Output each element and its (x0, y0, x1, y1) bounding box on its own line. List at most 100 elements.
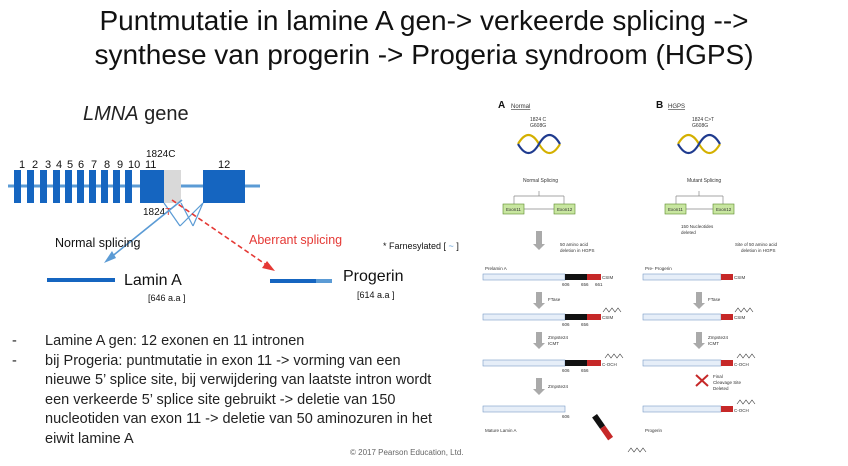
exon11-box-b (664, 203, 687, 215)
deleted-region-block (565, 360, 587, 366)
exon12-label-b: Exon12 (716, 207, 732, 212)
mutant-splicing-step: Mutant Splicing (687, 178, 721, 184)
c-terminal-block (587, 274, 601, 280)
title-line-1: Puntmutatie in lamine A gen-> verkeerde … (99, 5, 749, 36)
deleted-region-block (565, 274, 587, 280)
exon12-box-b (712, 203, 735, 215)
panel-a-mutation-1: 1824 C (530, 117, 547, 123)
c-terminal-block (587, 314, 601, 320)
splice-connector (163, 202, 181, 227)
gene-label: LMNA gene (83, 103, 189, 125)
c-terminal-block (721, 360, 733, 366)
lamin-a-bar (47, 278, 115, 282)
prelamin-a-bar (482, 273, 566, 281)
exon-number: 7 (91, 159, 97, 171)
progerin-length: [614 a.a ] (357, 290, 395, 300)
exon-1 (14, 170, 21, 203)
exon-8 (101, 170, 108, 203)
exon-7 (89, 170, 96, 203)
panel-b-mutation-2: G608G (692, 123, 708, 129)
panel-a-label: Normal (511, 104, 530, 110)
farnesyl-groups (602, 307, 756, 453)
residue-656: 656 (581, 322, 589, 327)
csim-label: CSIM (734, 315, 746, 320)
normal-splicing-arrowhead (104, 251, 116, 263)
exon-11-mutant-region (164, 170, 181, 203)
exon-4 (53, 170, 60, 203)
lamin-a-length: [646 a.a ] (148, 293, 186, 303)
splice-branches (513, 191, 724, 210)
ftase-label-a: FTase (548, 297, 561, 302)
icmt-label-a: ICMT (548, 341, 559, 346)
c-terminal-block (721, 274, 733, 280)
aberrant-splicing-arrow (171, 199, 269, 267)
panel-b-label: HGPS (668, 104, 685, 110)
progerin-result-label: Progerin (645, 428, 663, 433)
csim-label: CSIM (602, 275, 614, 280)
exon-number: 1 (19, 159, 25, 171)
mature-lamin-a-bar (482, 405, 566, 413)
mature-lamin-a-label: Mature Lamin A (485, 428, 517, 433)
exon-3 (40, 170, 47, 203)
processing-pathway-figure: A Normal B HGPS 1824 C G608G 1824 C>T G6… (482, 100, 778, 453)
exon-numbers: 1 2 3 4 5 6 7 8 9 10 11 12 (19, 159, 230, 171)
deletion-note-2: deletion in HGPS (560, 248, 595, 253)
step-arrows (533, 231, 705, 395)
exon-number: 10 (128, 159, 140, 171)
slide-title: Puntmutatie in lamine A gen-> verkeerde … (0, 4, 848, 72)
methylated-pre-progerin-bar (642, 359, 722, 367)
normal-splicing-arrow (109, 199, 183, 259)
exon11-label-a: Exon11 (506, 207, 521, 212)
gene-label-italic: LMNA (83, 103, 139, 125)
methylated-prelamin-bar (482, 359, 566, 367)
pre-progerin-label: Pre- Progerin (645, 266, 672, 271)
lmna-gene-diagram: LMNA gene 1 2 3 4 5 6 7 8 9 10 11 12 182… (8, 103, 459, 303)
ftase-label-b: FTase (708, 297, 721, 302)
bullet-list: Lamine A gen: 12 exonen en 11 intronen b… (8, 332, 448, 449)
exon-blocks (14, 170, 245, 203)
splice-connector (192, 202, 204, 227)
cooch3-label: C-OCH (734, 362, 749, 367)
lamin-a-label: Lamin A (124, 272, 182, 289)
exon-12 (203, 170, 245, 203)
deletion-note-1: 50 amino acid (560, 242, 589, 247)
exon-11 (140, 170, 164, 203)
dna-helix-a (517, 133, 561, 155)
zmpste24-label-final: Zmpste24 (548, 384, 569, 389)
progerin-bar (642, 405, 722, 413)
farnesylated-pre-progerin-bar (642, 313, 722, 321)
site-note-1: Site of 50 amino acid (735, 242, 778, 247)
exon11-box-a (502, 203, 525, 215)
csim-label: CSIM (734, 275, 746, 280)
pre-progerin-bar (642, 273, 722, 281)
c-terminal-block (721, 314, 733, 320)
panel-a-letter: A (498, 100, 505, 111)
site-note-2: deletion in HGPS (741, 248, 776, 253)
exon-number: 3 (45, 159, 51, 171)
residue-606: 606 (562, 368, 570, 373)
normal-splicing-step: Normal Splicing (523, 178, 558, 184)
exon12-box-a (553, 203, 576, 215)
progerin-bar (270, 279, 316, 283)
zmpste24-label-b: Zmpste24 (708, 335, 729, 340)
gene-label-rest: gene (139, 103, 189, 125)
csim-label: CSIM (602, 315, 614, 320)
residue-606: 606 (562, 414, 570, 419)
farnesylated-legend: * Farnesylated [ ~ ] (383, 241, 459, 251)
cooch3-label: C-OCH (734, 408, 749, 413)
zmpste24-label-a: Zmpste24 (548, 335, 569, 340)
title-line-2: synthese van progerin -> Progeria syndro… (94, 39, 754, 70)
copyright-notice: © 2017 Pearson Education, Ltd. (350, 448, 464, 457)
residue-606: 606 (562, 282, 570, 287)
panel-a-mutation-2: G608G (530, 123, 546, 129)
residue-661: 661 (595, 282, 603, 287)
bullet-item: bij Progeria: puntmutatie in exon 11 -> … (8, 352, 448, 450)
dna-helix-b (677, 133, 721, 155)
exon-2 (27, 170, 34, 203)
final-cleavage-note-2: Cleavage Site (713, 380, 742, 385)
bullet-item: Lamine A gen: 12 exonen en 11 intronen (8, 332, 448, 352)
exon12-label-a: Exon12 (557, 207, 573, 212)
exon-number: 11 (145, 159, 156, 171)
prelamin-a-label: Prelamin A (485, 266, 507, 271)
c-terminal-block (721, 406, 733, 412)
